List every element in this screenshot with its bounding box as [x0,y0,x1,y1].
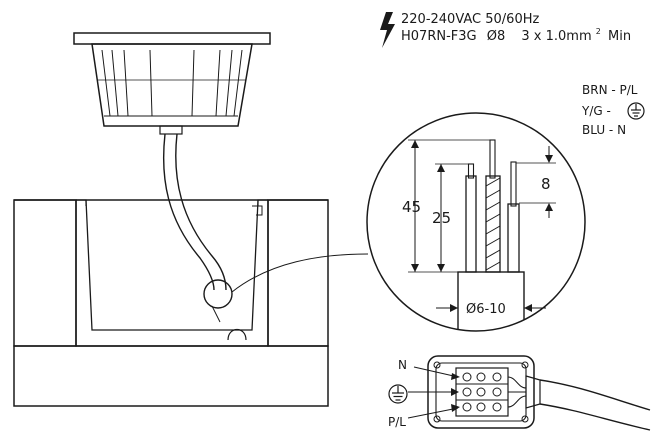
wiring-legend: BRN - P/L Y/G - BLU - N [581,83,645,137]
conductor-size-superscript: 2 [596,27,601,36]
voltage-label: 220-240VAC 50/60Hz [401,12,539,27]
strip-length-inner: 25 [432,209,451,227]
terminal-box: N P/L [388,355,651,431]
ground-icon [627,102,645,120]
conductor-strip-length: 8 [541,175,551,193]
legend-brown: BRN - P/L [582,83,638,97]
cable-diameter-label: Ø8 [487,29,506,44]
conductor-min-label: Min [608,29,631,44]
lightning-icon [380,12,395,48]
supply-cable [162,133,233,309]
terminal-neutral-label: N [398,358,407,372]
cable-strip-detail: 45 25 8 Ø6-10 [366,112,586,332]
terminal-phase-label: P/L [388,415,406,429]
conductor-size-label: 3 x 1.0mm [521,29,591,44]
sheath-diameter: Ø6-10 [466,302,506,317]
cable-spec-label: H07RN-F3G Ø8 3 x 1.0mm 2 Min [401,23,631,44]
legend-blue: BLU - N [582,123,626,137]
ground-icon [388,384,408,404]
cable-type-label: H07RN-F3G [401,29,477,44]
legend-yellow-green: Y/G - [581,104,611,118]
strip-length-total: 45 [402,198,421,216]
ground-section [13,199,329,407]
luminaire-body [73,32,271,135]
